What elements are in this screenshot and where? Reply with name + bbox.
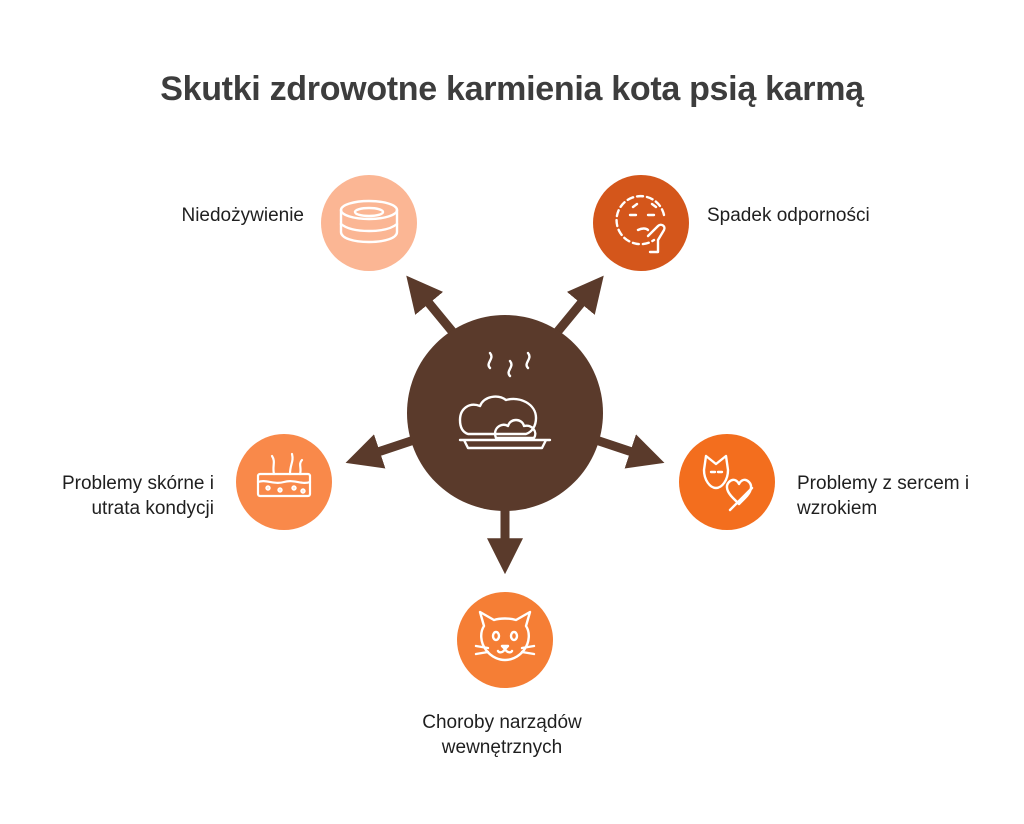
label-problemy-skorne: Problemy skórne i utrata kondycji [14,471,214,521]
cat-heart-icon [702,454,754,512]
label-choroby-line1: Choroby narządów [422,712,582,733]
sick-face-icon [615,194,666,254]
label-problemy-skorne-line1: Problemy skórne i [61,473,214,494]
choroby-circle [457,592,553,688]
label-problemy-serce-line2: wzrokiem [797,498,878,519]
spadek-odpornosci-circle [593,175,689,271]
arrow-problemy-skorne [345,434,416,469]
label-problemy-serce: Problemy z sercem i wzrokiem [797,471,997,521]
label-problemy-skorne-line2: utrata kondycji [91,498,214,519]
label-choroby-line2: wewnętrznych [441,737,563,758]
problemy-serce-circle [679,434,775,530]
center-circle [407,315,603,511]
dog-food-bowl-icon [458,351,552,450]
empty-bowl-icon [339,199,399,244]
node-problemy-skorne [236,434,332,530]
label-spadek-odpornosci: Spadek odporności [707,205,870,226]
label-problemy-serce-line1: Problemy z sercem i [797,473,970,494]
node-problemy-serce [679,434,775,530]
arrow-problemy-serce [594,434,665,469]
arrow-spadek-odpornosci [550,275,604,339]
node-choroby [457,592,553,688]
node-niedozywienie [321,175,417,271]
niedozywienie-circle [321,175,417,271]
center-node [407,315,603,511]
page-title: Skutki zdrowotne karmienia kota psią kar… [160,70,864,108]
arrow-niedozywienie [406,275,460,339]
node-spadek-odpornosci [593,175,689,271]
cat-face-icon [474,610,536,662]
skin-hair-icon [256,452,312,498]
label-niedozywienie: Niedożywienie [181,205,304,226]
arrows [345,275,665,575]
label-choroby: Choroby narządów wewnętrznych [362,710,642,760]
